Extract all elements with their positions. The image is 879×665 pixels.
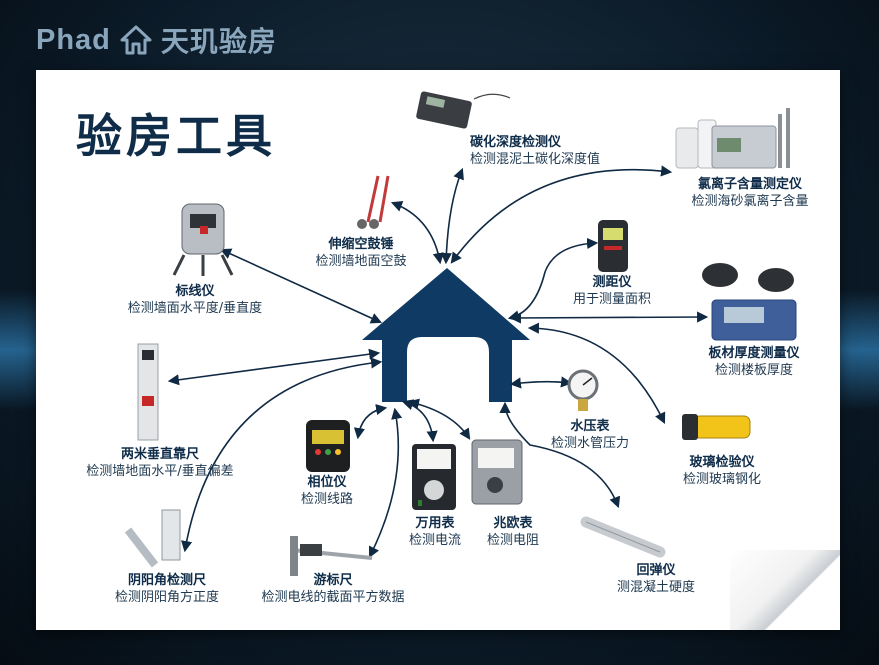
tool-name: 相位仪 — [307, 475, 347, 490]
tool-name: 万用表 — [415, 516, 455, 531]
caliper-icon — [290, 536, 373, 576]
glass-tester-icon — [682, 414, 751, 440]
label-megohm: 兆欧表 检测电阻 — [478, 515, 548, 549]
pressure-gauge-icon — [567, 369, 599, 411]
tool-desc: 检测电流 — [408, 533, 461, 548]
connector-rebound — [499, 401, 621, 509]
tool-name: 碳化深度检测仪 — [470, 135, 562, 150]
tool-desc: 检测混泥土碳化深度值 — [470, 152, 601, 167]
multimeter-icon — [412, 444, 456, 510]
angle-ruler-icon — [124, 509, 181, 568]
phase-meter-icon — [306, 420, 350, 472]
chloride-meter-icon — [675, 108, 790, 169]
tool-name: 兆欧表 — [493, 516, 533, 531]
tool-desc: 检测海砂氯离子含量 — [691, 194, 809, 209]
label-rebound: 回弹仪 测混凝土硬度 — [604, 562, 708, 596]
page-curl — [730, 550, 840, 630]
label-phase: 相位仪 检测线路 — [290, 474, 364, 508]
hollow-hammer-icon — [357, 175, 390, 229]
label-chloride: 氯离子含量测定仪 检测海砂氯离子含量 — [666, 176, 834, 210]
two-meter-ruler-icon — [137, 343, 159, 441]
tool-desc: 用于测量面积 — [572, 292, 651, 307]
carbonation-tester-icon — [416, 91, 511, 129]
house-logo-icon — [120, 25, 152, 55]
tool-name: 标线仪 — [175, 284, 215, 299]
tool-name: 两米垂直靠尺 — [120, 447, 199, 462]
label-glass: 玻璃检验仪 检测玻璃钢化 — [670, 454, 774, 488]
label-laser-level: 标线仪 检测墙面水平度/垂直度 — [110, 283, 280, 317]
tool-desc: 检测线路 — [300, 492, 353, 507]
tool-desc: 检测墙面水平度/垂直度 — [127, 301, 263, 316]
tool-desc: 测混凝土硬度 — [616, 580, 695, 595]
connector-glass — [527, 322, 666, 425]
connector-megohm — [407, 398, 471, 440]
connector-hammer — [390, 200, 444, 265]
tool-name: 测距仪 — [592, 275, 632, 290]
label-pressure: 水压表 检测水管压力 — [538, 418, 642, 452]
tool-desc: 检测玻璃钢化 — [682, 472, 761, 487]
rangefinder-icon — [598, 220, 628, 272]
tool-name: 阴阳角检测尺 — [127, 573, 206, 588]
tool-name: 板材厚度测量仪 — [708, 346, 800, 361]
connector-angle — [181, 357, 383, 553]
connector-caliper — [368, 407, 403, 559]
laser-level-icon — [172, 203, 234, 276]
connector-pressure — [509, 376, 573, 389]
label-thickness: 板材厚度测量仪 检测楼板厚度 — [694, 345, 814, 379]
tool-desc: 检测楼板厚度 — [714, 363, 793, 378]
brand-logo: Phad 天玑验房 — [36, 18, 277, 62]
label-hammer: 伸缩空鼓锤 检测墙地面空鼓 — [306, 236, 416, 270]
rebound-hammer-icon — [580, 516, 666, 558]
tool-desc: 检测墙地面空鼓 — [315, 254, 407, 269]
brand-text: Phad — [36, 23, 111, 56]
label-carbonation: 碳化深度检测仪 检测混泥土碳化深度值 — [470, 134, 600, 168]
tool-name: 回弹仪 — [636, 563, 676, 578]
connector-phase — [353, 404, 388, 440]
label-caliper: 游标尺 检测电线的截面平方数据 — [248, 572, 418, 606]
label-rangefinder: 测距仪 用于测量面积 — [556, 274, 668, 308]
tool-desc: 检测电线的截面平方数据 — [261, 590, 405, 605]
label-angle: 阴阳角检测尺 检测阴阳角方正度 — [100, 572, 234, 606]
megohmmeter-icon — [471, 439, 523, 505]
tool-desc: 检测电阻 — [486, 533, 539, 548]
tool-desc: 检测阴阳角方正度 — [114, 590, 219, 605]
tool-name: 游标尺 — [313, 573, 353, 588]
tool-name: 玻璃检验仪 — [689, 455, 755, 470]
thickness-gauge-icon — [702, 263, 797, 341]
connector-rangefinder — [507, 237, 599, 322]
tool-desc: 检测墙地面水平/垂直偏差 — [86, 464, 234, 479]
connector-laser-level — [219, 248, 383, 324]
label-multimeter: 万用表 检测电流 — [400, 515, 470, 549]
tool-desc: 检测水管压力 — [550, 436, 629, 451]
connector-thickness — [509, 311, 709, 324]
connector-chloride — [450, 165, 673, 264]
tool-name: 伸缩空鼓锤 — [328, 237, 394, 252]
label-ruler: 两米垂直靠尺 检测墙地面水平/垂直偏差 — [68, 446, 252, 480]
page-title: 验房工具 — [76, 109, 276, 163]
tool-name: 水压表 — [570, 419, 610, 434]
connector-carbonation — [440, 167, 464, 265]
central-house-icon — [362, 268, 530, 402]
tool-name: 氯离子含量测定仪 — [697, 177, 802, 192]
brand-chinese: 天玑验房 — [160, 25, 277, 58]
